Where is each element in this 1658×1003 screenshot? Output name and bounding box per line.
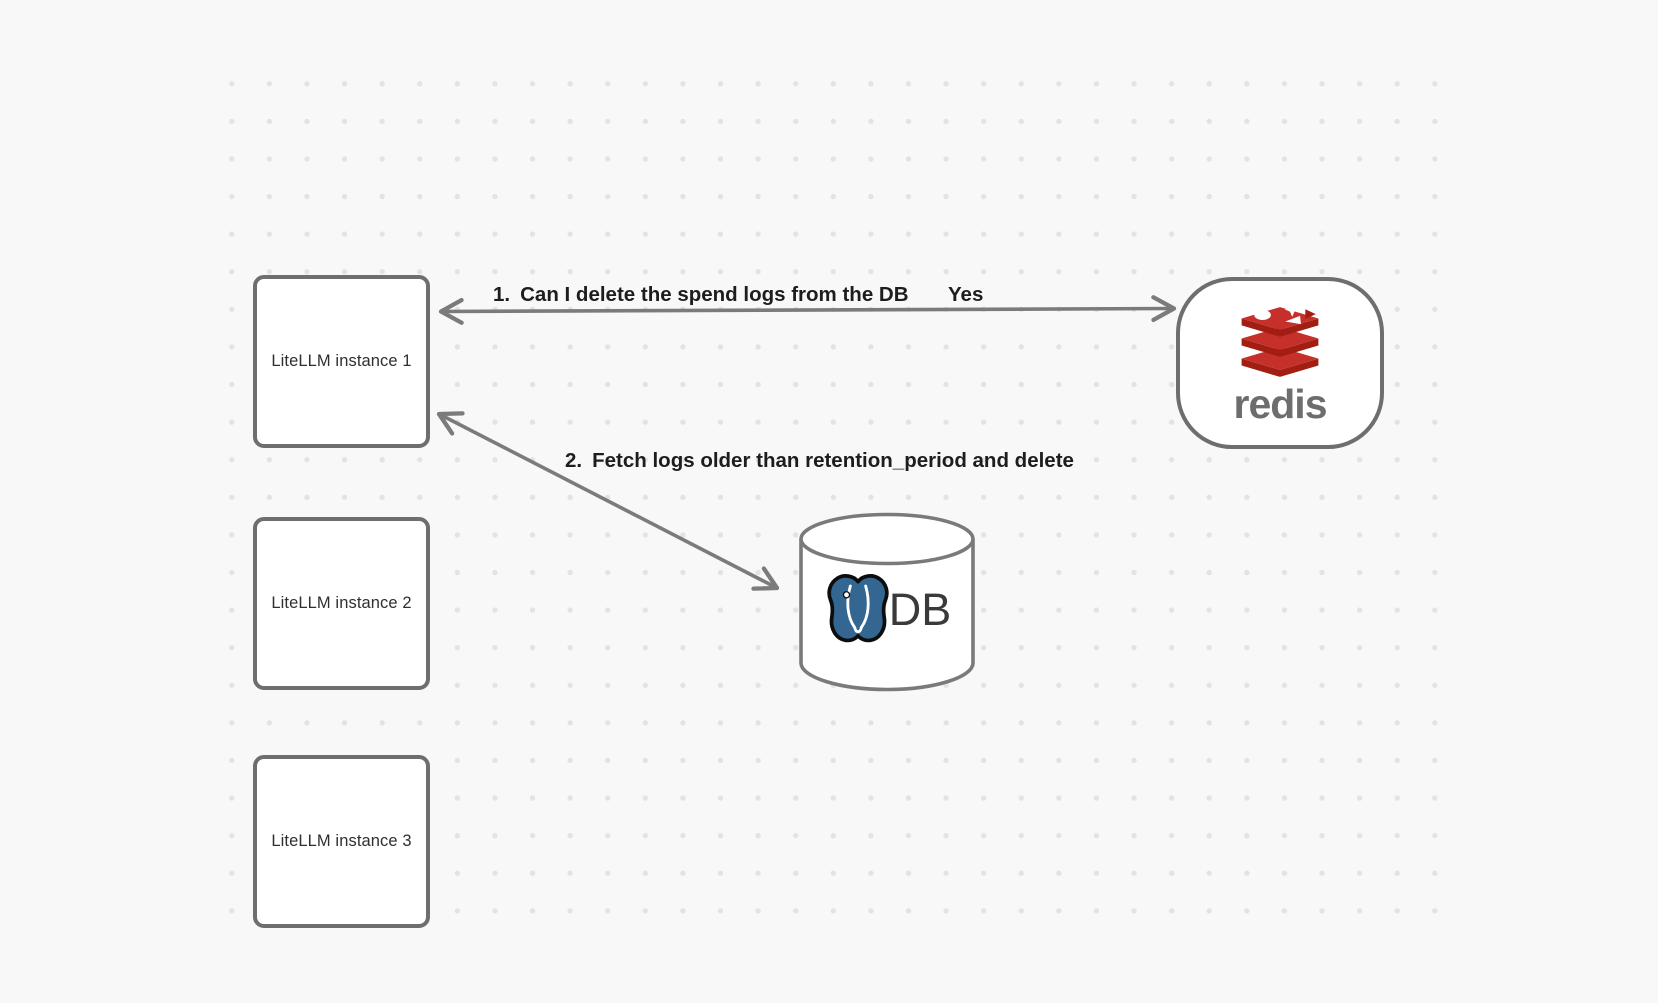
db-label: DB (888, 583, 952, 635)
node-database[interactable]: DB (797, 511, 977, 692)
edge1-message: Can I delete the spend logs from the DB (520, 283, 909, 306)
node-litellm-instance-3[interactable]: LiteLLM instance 3 (253, 755, 430, 928)
node-label: LiteLLM instance 2 (271, 594, 412, 612)
node-litellm-instance-1[interactable]: LiteLLM instance 1 (253, 275, 430, 448)
edge2-message: Fetch logs older than retention_period a… (592, 449, 1074, 472)
node-label: LiteLLM instance 3 (271, 832, 412, 850)
edge1-reply-text[interactable]: Yes (948, 283, 983, 307)
node-redis[interactable]: redis (1176, 277, 1384, 449)
node-litellm-instance-2[interactable]: LiteLLM instance 2 (253, 517, 430, 690)
edge1-reply-message: Yes (948, 283, 984, 306)
postgresql-elephant-icon (827, 574, 889, 643)
edge2-number: 2. (565, 449, 583, 472)
edge-instance1-db[interactable] (436, 411, 780, 591)
edge1-number: 1. (493, 283, 511, 306)
redis-logo-icon (1241, 301, 1319, 377)
redis-label: redis (1233, 381, 1328, 427)
edge1-text[interactable]: 1. Can I delete the spend logs from the D… (493, 283, 909, 307)
edge2-text[interactable]: 2. Fetch logs older than retention_period… (565, 449, 1074, 473)
edge-instance1-redis[interactable] (438, 295, 1177, 325)
node-label: LiteLLM instance 1 (271, 352, 412, 370)
